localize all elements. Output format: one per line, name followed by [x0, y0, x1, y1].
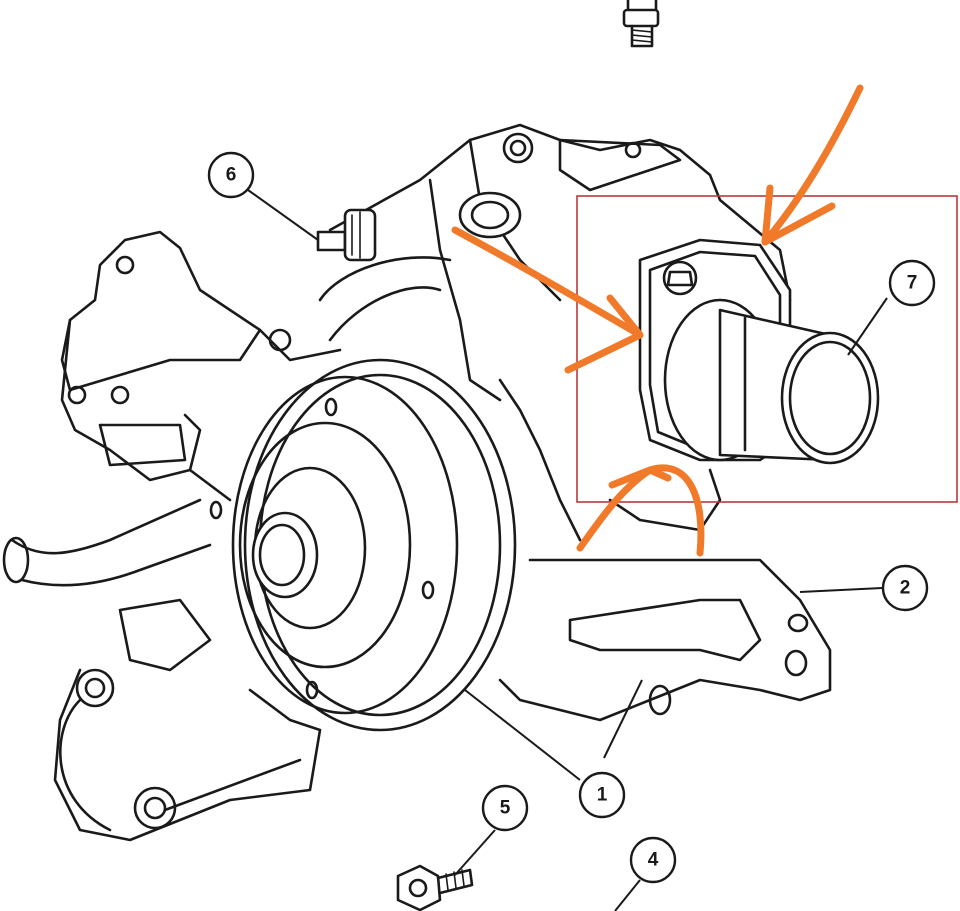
bottom-arrow	[576, 464, 705, 557]
callout-label-5: 5	[500, 798, 511, 819]
pump-housing	[258, 123, 792, 542]
leader-lines	[247, 189, 888, 911]
callout-label-1: 1	[597, 785, 608, 806]
top-stud-bolt	[622, 0, 660, 48]
annotation-arrows	[451, 84, 864, 557]
callout-1: 1	[578, 771, 626, 819]
callout-2: 2	[881, 564, 929, 612]
housing-flange	[498, 468, 832, 722]
callout-label-2: 2	[900, 578, 911, 599]
callout-label-4: 4	[648, 850, 659, 871]
pulley	[209, 358, 517, 732]
thermostat-housing	[638, 238, 880, 465]
inlet-pipe	[2, 498, 212, 587]
callout-7: 7	[888, 259, 936, 307]
callout-6: 6	[207, 151, 255, 199]
left-arrow-head	[564, 294, 644, 374]
top-right-arrow	[761, 84, 864, 246]
callout-4: 4	[629, 836, 677, 884]
top-right-arrow-head	[761, 184, 836, 246]
callout-label-7: 7	[907, 273, 918, 294]
mounting-bracket	[60, 230, 262, 502]
callout-5: 5	[481, 784, 529, 832]
lower-bracket	[53, 598, 322, 842]
flange-bolt	[396, 864, 474, 911]
stud-bolt	[316, 208, 377, 262]
bottom-arrow-head	[608, 466, 672, 489]
callout-label-6: 6	[226, 165, 237, 186]
left-arrow	[451, 226, 644, 339]
